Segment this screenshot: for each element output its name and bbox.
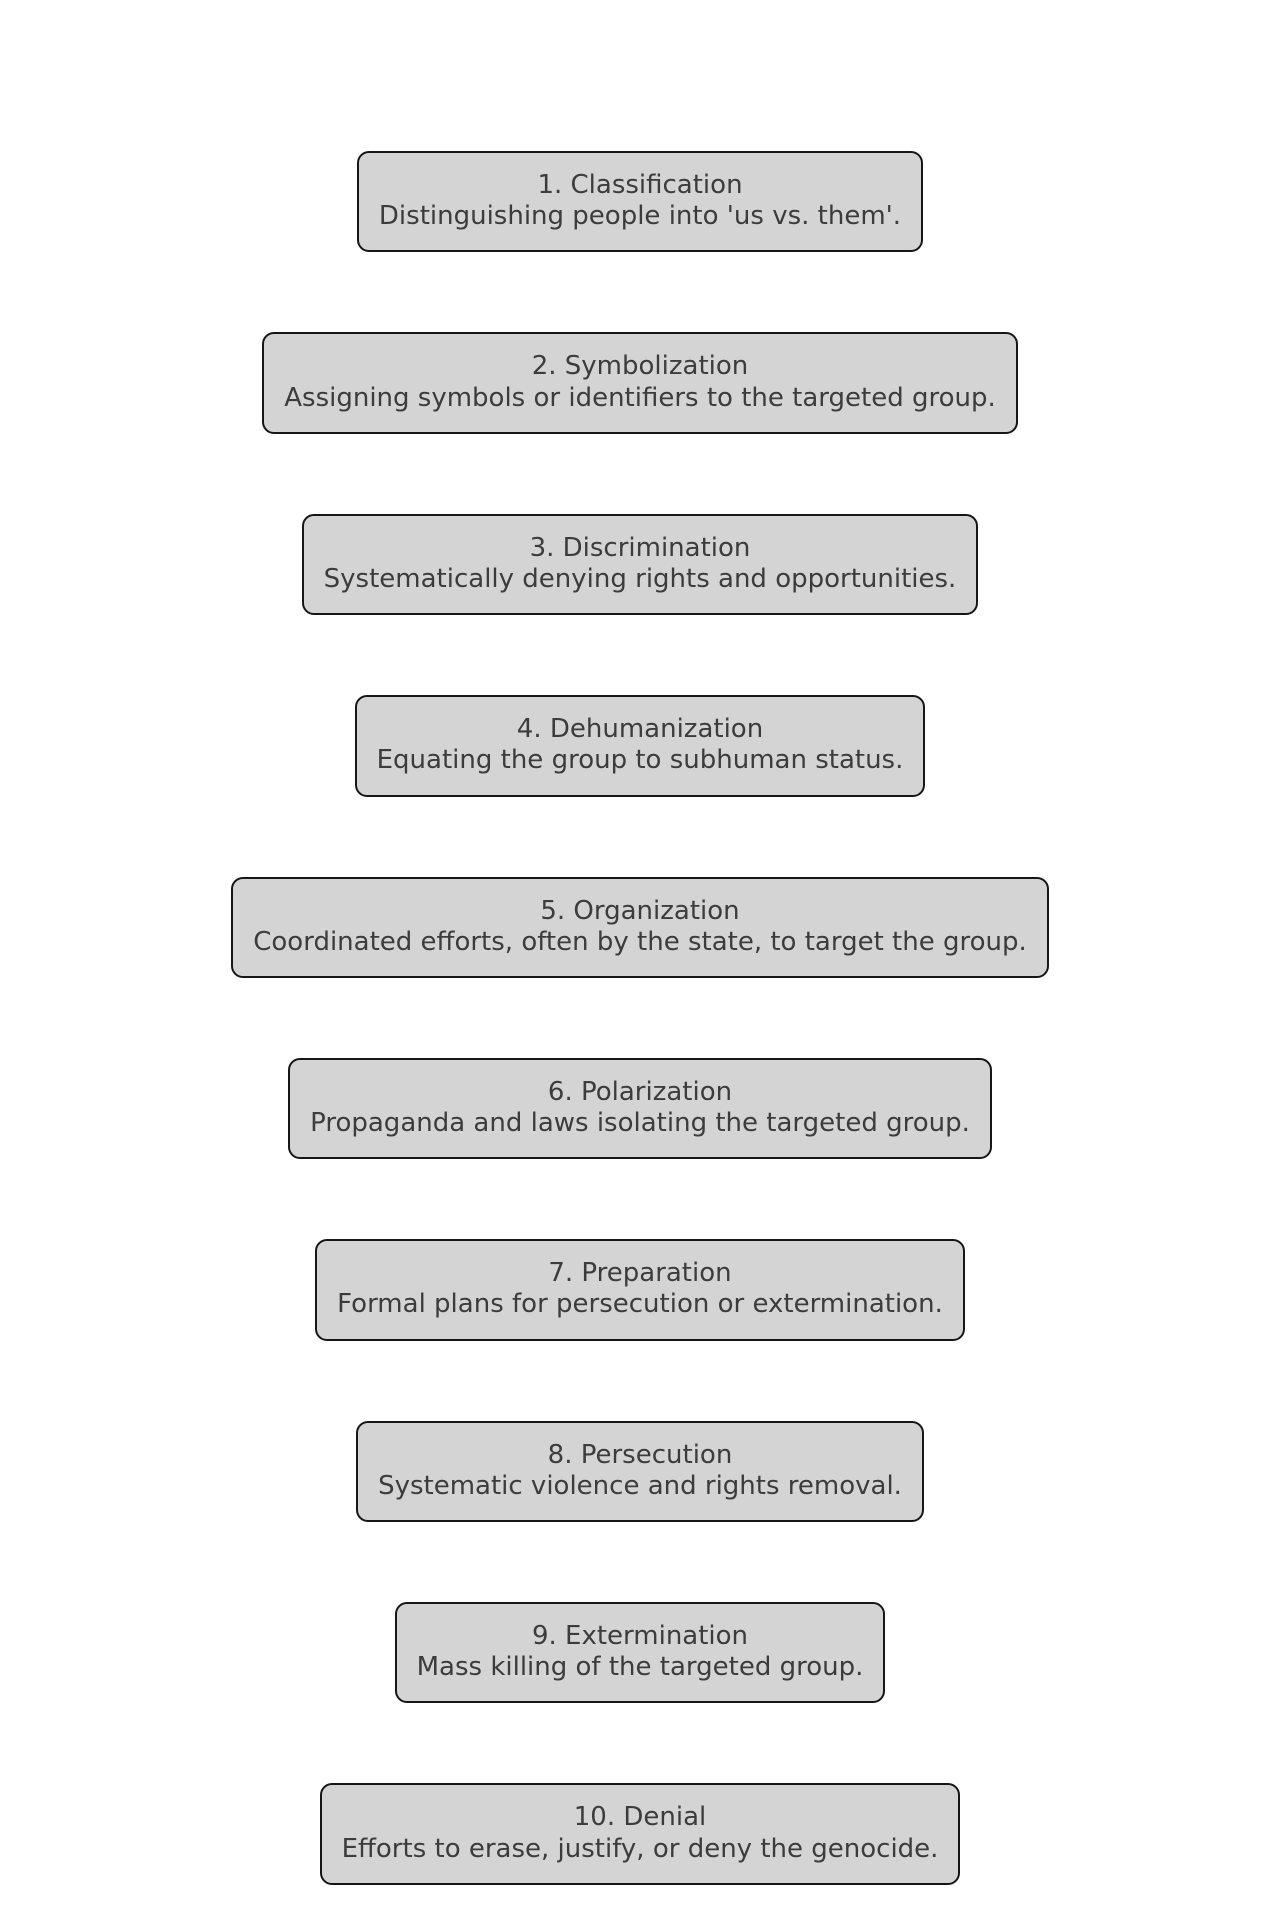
stage-title: 10. Denial <box>573 1802 707 1833</box>
stage-description: Distinguishing people into 'us vs. them'… <box>378 201 902 232</box>
stage-description: Coordinated efforts, often by the state,… <box>253 926 1027 957</box>
stage-box-denial: 10. Denial Efforts to erase, justify, or… <box>319 1783 961 1885</box>
stage-title: 2. Symbolization <box>531 351 749 382</box>
stage-title: 9. Extermination <box>531 1621 749 1651</box>
stage-description: Systematic violence and rights removal. <box>378 1470 902 1501</box>
stage-box-preparation: 7. Preparation Formal plans for persecut… <box>315 1239 965 1341</box>
stage-description: Propaganda and laws isolating the target… <box>310 1108 970 1139</box>
stage-description: Systematically denying rights and opport… <box>323 563 957 594</box>
stage-box-dehumanization: 4. Dehumanization Equating the group to … <box>354 695 926 797</box>
stage-box-polarization: 6. Polarization Propaganda and laws isol… <box>288 1057 992 1160</box>
stage-title: 7. Preparation <box>548 1258 732 1289</box>
stage-description: Equating the group to subhuman status. <box>376 745 904 776</box>
stage-box-extermination: 9. Extermination Mass killing of the tar… <box>394 1602 886 1704</box>
stage-box-symbolization: 2. Symbolization Assigning symbols or id… <box>262 332 1018 434</box>
stage-description: Assigning symbols or identifiers to the … <box>284 382 996 413</box>
stage-title: 6. Polarization <box>547 1076 733 1107</box>
stage-description: Mass killing of the targeted group. <box>416 1652 864 1683</box>
stage-description: Efforts to erase, justify, or deny the g… <box>341 1833 939 1864</box>
stage-title: 3. Discrimination <box>529 532 751 563</box>
stage-title: 1. Classification <box>537 170 743 200</box>
stage-box-organization: 5. Organization Coordinated efforts, oft… <box>231 876 1049 978</box>
stage-box-discrimination: 3. Discrimination Systematically denying… <box>301 513 979 616</box>
stage-title: 5. Organization <box>540 895 740 926</box>
stage-title: 4. Dehumanization <box>516 714 764 745</box>
stage-box-persecution: 8. Persecution Systematic violence and r… <box>356 1420 924 1522</box>
stage-title: 8. Persecution <box>547 1439 733 1470</box>
stage-description: Formal plans for persecution or extermin… <box>337 1289 943 1320</box>
stage-box-classification: 1. Classification Distinguishing people … <box>356 151 924 253</box>
